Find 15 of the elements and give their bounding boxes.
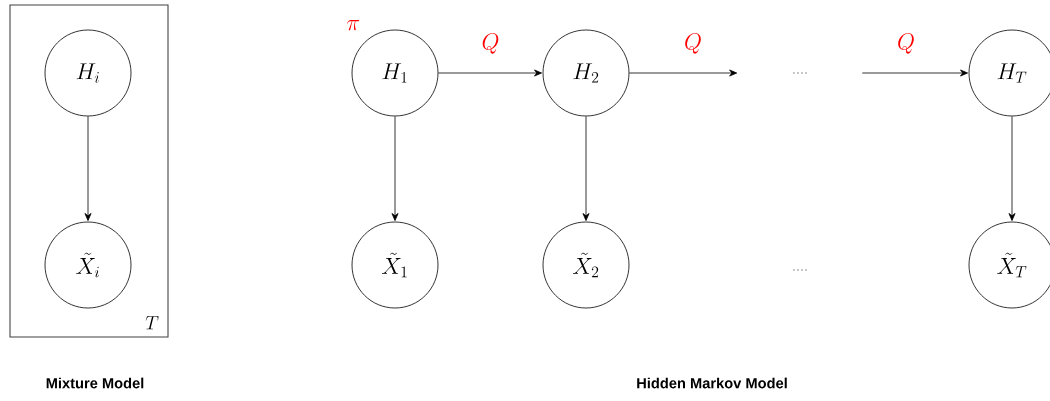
caption-text: Mixture Model xyxy=(46,377,144,389)
arrow xyxy=(84,116,92,221)
caption-text: Hidden Markov Model xyxy=(637,377,787,389)
arrow xyxy=(1008,116,1016,221)
edge-label: $Q$ xyxy=(895,32,917,56)
ellipsis-text: $....$ xyxy=(793,269,807,271)
prior-label: $\pi$ xyxy=(347,20,360,31)
arrow xyxy=(391,116,399,221)
arrow xyxy=(438,69,542,77)
arrow xyxy=(861,69,968,77)
arrow xyxy=(629,69,738,77)
edge-label: $Q$ xyxy=(682,32,704,56)
arrow xyxy=(582,116,590,221)
edge-label: $Q$ xyxy=(480,32,501,56)
ellipsis-text: $....$ xyxy=(793,72,807,74)
